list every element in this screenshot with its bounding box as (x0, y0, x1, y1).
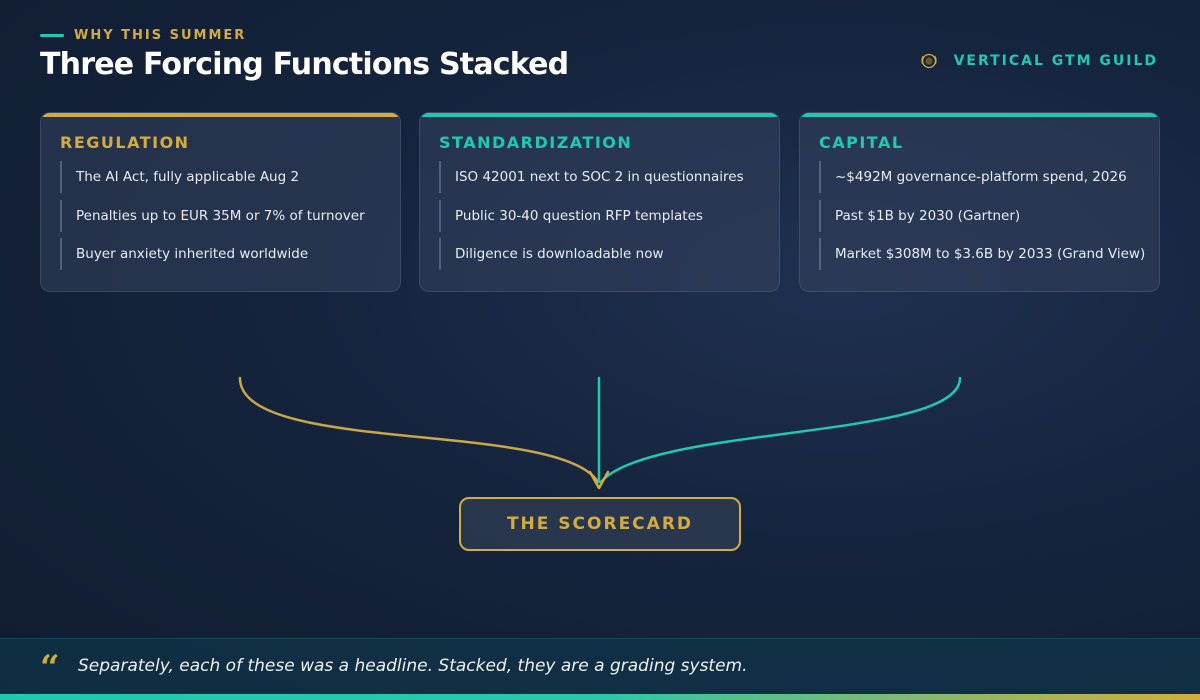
card-item: The AI Act, fully applicable Aug 2 (60, 161, 390, 193)
card-title: CAPITAL (819, 133, 904, 152)
slide-header: WHY THIS SUMMER Three Forcing Functions … (40, 28, 569, 82)
card-item: Public 30-40 question RFP templates (439, 199, 769, 232)
eyebrow-accent-line (40, 34, 64, 37)
brand-name: VERTICAL GTM GUILD (953, 53, 1158, 69)
quote-mark-icon: “ (40, 648, 60, 688)
card-item: Diligence is downloadable now (439, 238, 769, 270)
card-title: STANDARDIZATION (439, 133, 633, 152)
eyebrow-text: WHY THIS SUMMER (74, 28, 247, 43)
scorecard-label: THE SCORECARD (506, 514, 694, 534)
arrowhead-icon (588, 470, 610, 490)
card-items: The AI Act, fully applicable Aug 2 Penal… (60, 161, 390, 277)
laurel-emblem-icon (920, 53, 937, 69)
card-title: REGULATION (60, 133, 190, 152)
card-standardization: STANDARDIZATION ISO 42001 next to SOC 2 … (419, 112, 780, 292)
card-item: Market $308M to $3.6B by 2033 (Grand Vie… (819, 238, 1149, 270)
card-item: ~$492M governance-platform spend, 2026 (819, 161, 1149, 193)
scorecard-target: THE SCORECARD (459, 497, 741, 551)
card-items: ISO 42001 next to SOC 2 in questionnaire… (439, 161, 769, 277)
card-item: Past $1B by 2030 (Gartner) (819, 199, 1149, 232)
card-items: ~$492M governance-platform spend, 2026 P… (819, 161, 1149, 277)
card-regulation: REGULATION The AI Act, fully applicable … (40, 112, 401, 292)
card-item: Buyer anxiety inherited worldwide (60, 238, 390, 270)
card-item: Penalties up to EUR 35M or 7% of turnove… (60, 199, 390, 232)
card-item: ISO 42001 next to SOC 2 in questionnaire… (439, 161, 769, 193)
eyebrow: WHY THIS SUMMER (40, 28, 568, 43)
quote-bar: “ Separately, each of these was a headli… (0, 638, 1200, 694)
brand: VERTICAL GTM GUILD (920, 52, 1158, 70)
right-curve-connector (599, 376, 962, 484)
quote-text: Separately, each of these was a headline… (78, 656, 748, 676)
card-capital: CAPITAL ~$492M governance-platform spend… (799, 112, 1160, 292)
left-curve-connector (238, 376, 600, 484)
page-title: Three Forcing Functions Stacked (40, 47, 569, 82)
bottom-accent-strip (0, 694, 1200, 700)
